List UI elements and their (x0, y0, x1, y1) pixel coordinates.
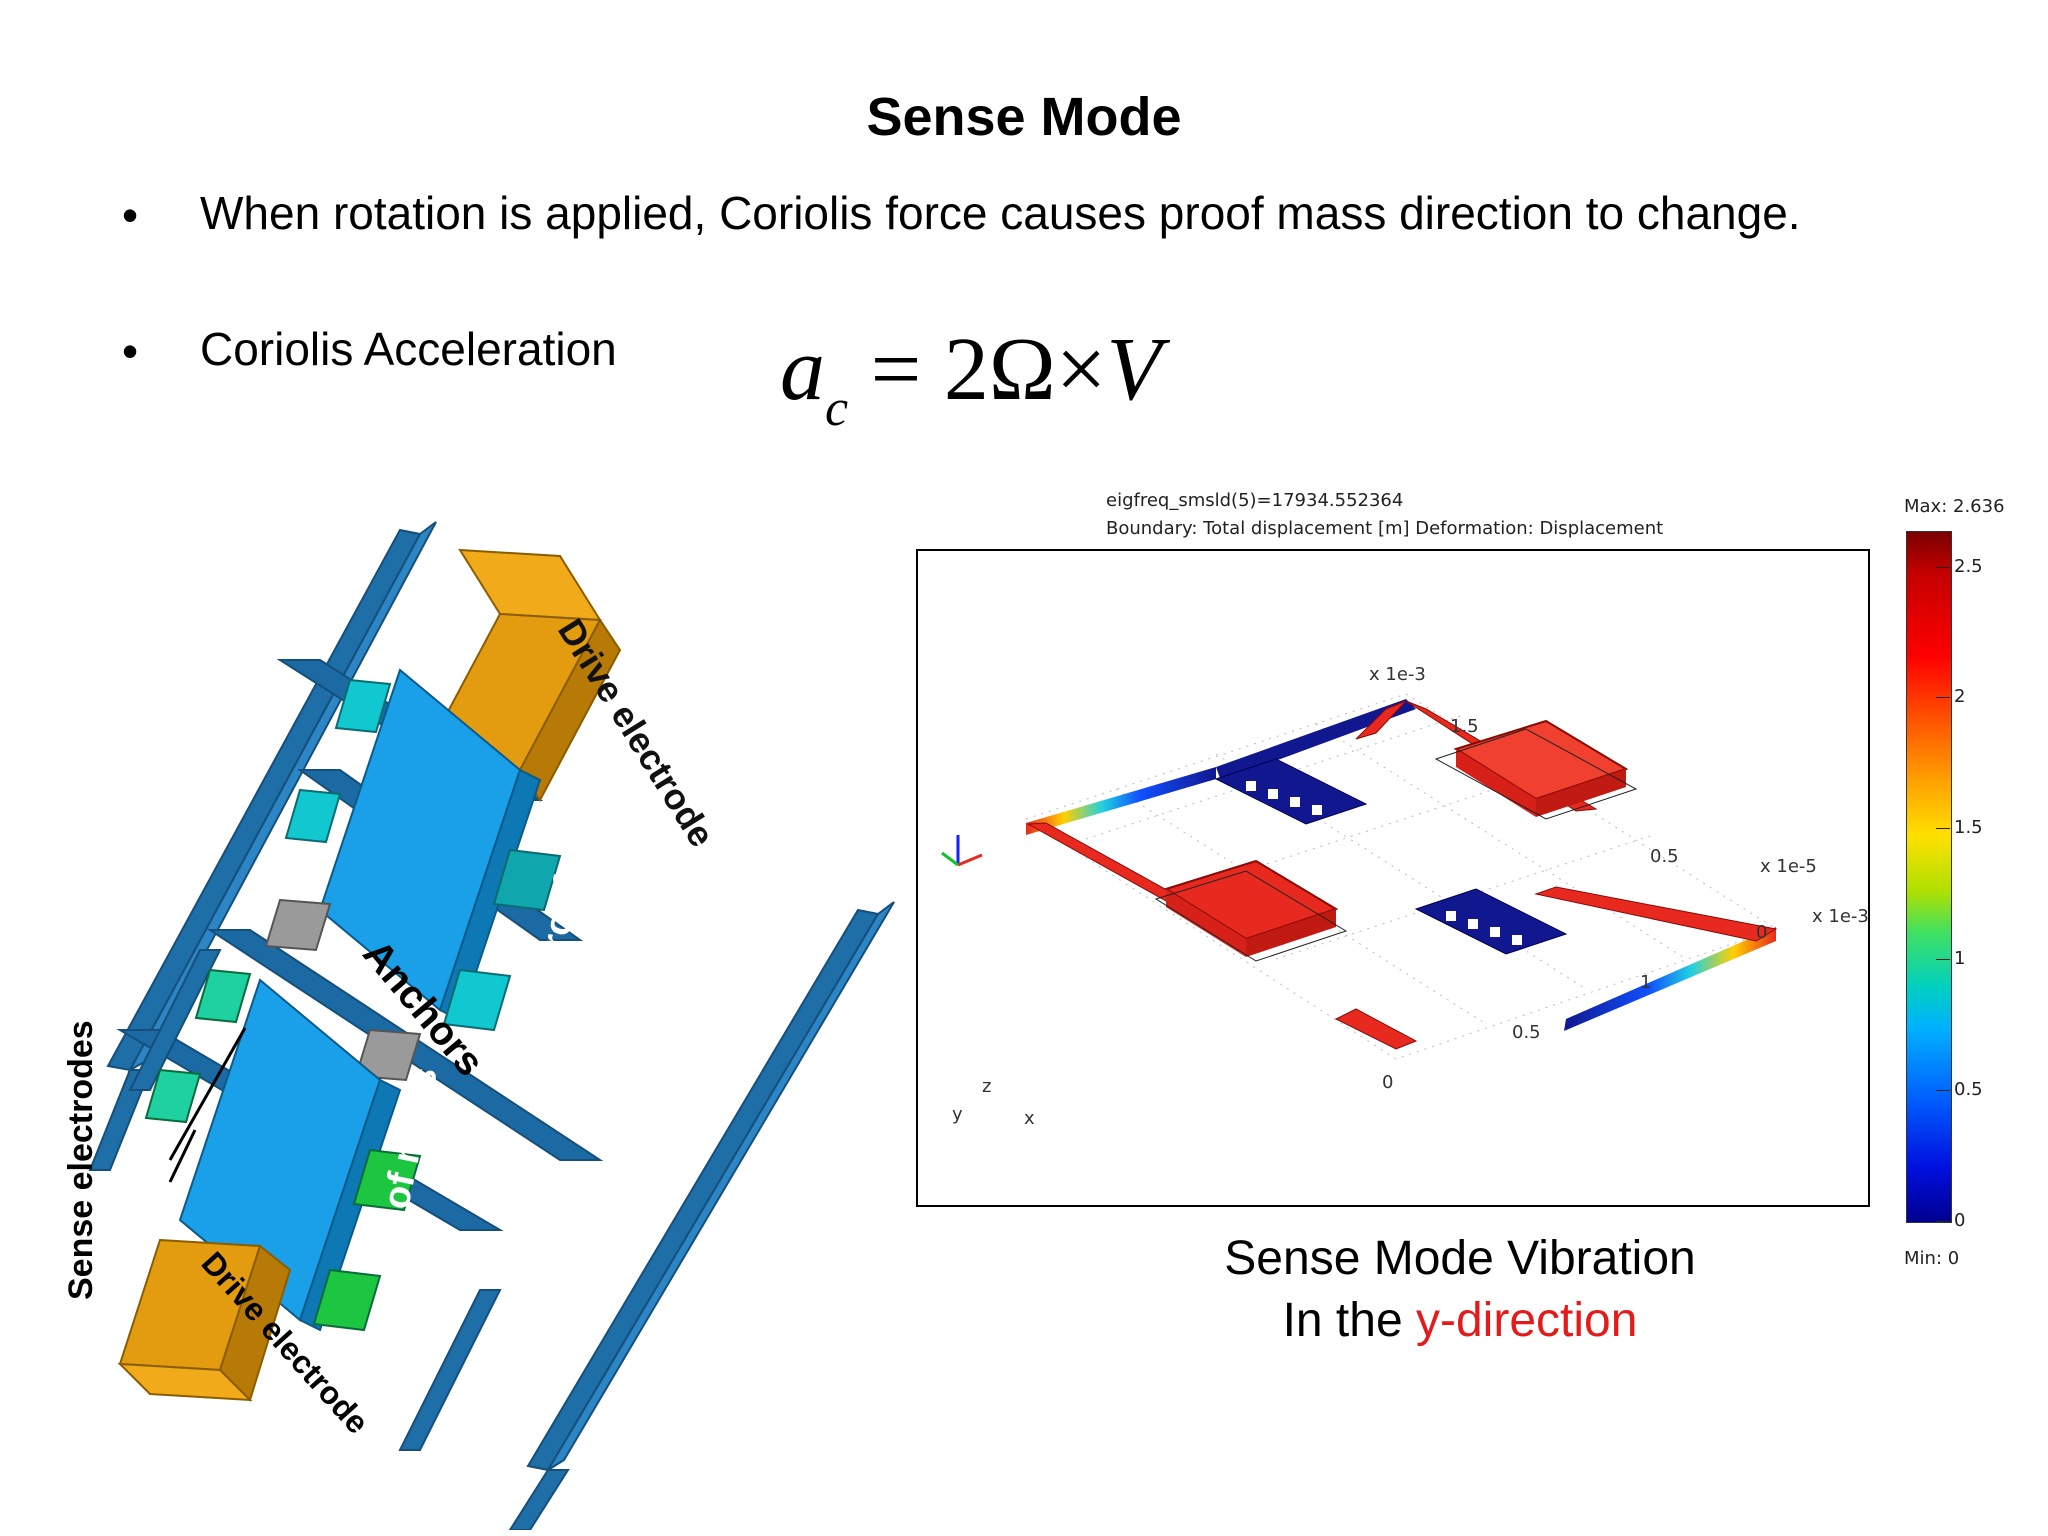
tick-label: 0 (1756, 922, 1768, 943)
triad-x-label: x (1024, 1108, 1035, 1129)
tick-label: 0 (1382, 1072, 1394, 1093)
colorbar-tick-label: 1.5 (1954, 817, 1983, 839)
sense-electrodes-top (284, 678, 562, 1032)
leader-line (168, 1129, 197, 1183)
plate-outlines (1154, 728, 1638, 962)
colorbar (1906, 531, 1952, 1223)
gyroscope-diagram (40, 470, 920, 1530)
slide-title: Sense Mode (866, 87, 1182, 147)
blue-anchor-upper (1214, 758, 1368, 825)
leg (508, 1469, 570, 1530)
tick-label: 0.5 (1650, 846, 1679, 867)
formula-lhs-sub: c (825, 380, 849, 437)
axis-label-x1e3: x 1e-3 (1369, 664, 1426, 685)
axis-label-x1e5: x 1e-5 (1760, 856, 1817, 877)
simulation-plot (916, 549, 1870, 1207)
frame-rails (106, 521, 895, 1472)
colorbar-min: Min: 0 (1904, 1248, 1960, 1269)
bullet-item-coriolis: Coriolis Acceleration (200, 323, 617, 375)
blue-anchor-lower (1414, 888, 1568, 955)
colorbar-tick-label: 0 (1954, 1210, 1966, 1231)
bullet-marker: • (122, 189, 139, 241)
axis-triad (941, 835, 983, 867)
formula-rhs-var: V (1106, 320, 1162, 419)
colorbar-tick-mark (1936, 828, 1950, 830)
proof-mass-top (318, 668, 542, 1022)
proof-mass-bottom (178, 978, 402, 1332)
colorbar-tick-mark (1936, 1090, 1950, 1092)
drive-electrode-bottom (117, 1238, 292, 1402)
flexure-beam (1216, 699, 1416, 781)
colorbar-tick-label: 2 (1954, 686, 1966, 708)
axis-label-x1e3b: x 1e-3 (1812, 906, 1869, 927)
caption-line1: Sense Mode Vibration (1224, 1232, 1696, 1285)
coriolis-formula: ac = 2Ω×V (780, 318, 1161, 438)
flexure-beam (1564, 927, 1776, 1031)
label-sense-electrodes: Sense electrodes (62, 1020, 100, 1300)
triad-z-label: z (982, 1076, 992, 1097)
colorbar-tick-label: 1 (1954, 948, 1966, 970)
caption-line2: In the y-direction (1080, 1290, 1840, 1352)
caption-prefix: In the (1282, 1294, 1416, 1347)
colorbar-tick-label: 0.5 (1954, 1079, 1983, 1101)
anchors (264, 898, 422, 1082)
leader-line (168, 1027, 247, 1161)
tick-label: 1 (1640, 972, 1652, 993)
formula-lhs: a (780, 320, 825, 419)
colorbar-tick-mark (1936, 566, 1950, 568)
colorbar-max: Max: 2.636 (1904, 496, 2005, 517)
colorbar-tick-mark (1936, 1221, 1950, 1222)
colorbar-tick-mark (1936, 959, 1950, 961)
sense-electrodes-bottom (144, 968, 422, 1332)
proof-mass-red-left (1163, 859, 1339, 957)
red-arms (1026, 700, 1778, 1050)
triad-y-label: y (952, 1104, 963, 1125)
tick-label: 0.5 (1512, 1022, 1541, 1043)
proof-mass-red-right (1453, 719, 1629, 817)
formula-rhs: = 2Ω× (870, 320, 1107, 419)
colorbar-tick-label: 2.5 (1954, 555, 1983, 577)
right-rail-top (547, 901, 895, 1471)
frame-legs (88, 949, 570, 1530)
bullet-marker: • (122, 325, 139, 377)
leg (398, 1289, 502, 1451)
bullet-item-rotation: When rotation is applied, Coriolis force… (200, 187, 1801, 239)
caption-highlight: y-direction (1416, 1294, 1638, 1347)
sim-header-frequency: eigfreq_smsld(5)=17934.552364 (1106, 490, 1404, 511)
leg (128, 949, 222, 1091)
sim-header-description: Boundary: Total displacement [m] Deforma… (1106, 518, 1664, 539)
simulation-mesh (941, 693, 1778, 1060)
tick-label: 1.5 (1450, 716, 1479, 737)
flexure-beam (1026, 767, 1216, 835)
colorbar-tick-mark (1936, 697, 1950, 699)
